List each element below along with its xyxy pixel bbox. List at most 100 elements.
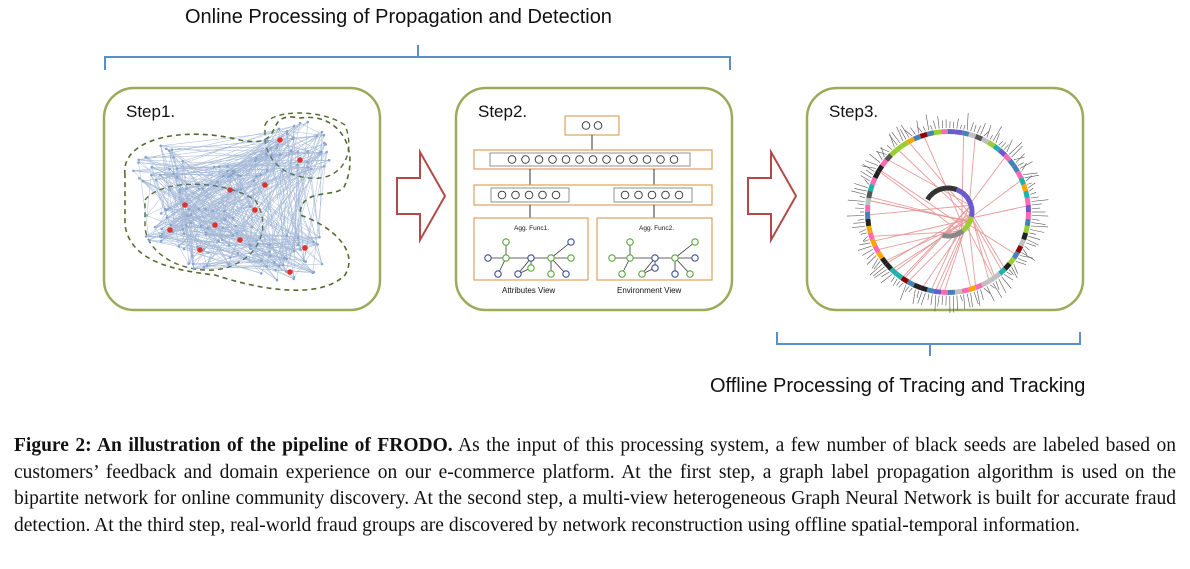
network-node	[310, 167, 313, 171]
ring-segment	[974, 134, 984, 142]
network-node	[170, 148, 174, 151]
network-node	[227, 175, 230, 179]
ring-segment	[1015, 170, 1024, 180]
view-graph-node	[484, 254, 492, 262]
network-node	[277, 127, 281, 131]
network-node	[227, 244, 231, 247]
network-node	[236, 174, 240, 177]
network-node	[284, 270, 288, 273]
network-node	[192, 267, 196, 271]
ring-segment	[884, 262, 893, 271]
ring-segment	[940, 129, 948, 135]
network-node	[159, 235, 163, 239]
ring-segment	[912, 282, 922, 290]
seed-node	[262, 182, 268, 188]
ring-segment	[948, 289, 956, 295]
network-node	[297, 236, 300, 240]
network-node	[292, 275, 296, 279]
network-node	[189, 213, 193, 216]
chord	[965, 224, 993, 277]
layer-neuron	[669, 155, 679, 164]
layer-neuron	[634, 190, 643, 200]
network-node	[239, 188, 243, 191]
seed-node	[252, 207, 258, 213]
step2-gnn-architecture: Agg. Func1. Agg. Func2. Attributes View …	[473, 115, 713, 295]
network-node	[220, 238, 224, 241]
network-node	[150, 165, 154, 169]
network-node	[249, 244, 252, 248]
network-node	[249, 247, 252, 251]
network-node	[264, 152, 268, 156]
layer-neuron	[521, 155, 530, 164]
network-node	[181, 227, 185, 231]
network-node	[311, 271, 315, 275]
ring-segment	[987, 275, 996, 284]
ring-segment	[1003, 153, 1012, 162]
network-node	[265, 138, 268, 142]
ring-segment	[992, 271, 1002, 280]
network-node	[296, 150, 300, 154]
ring-segment	[980, 279, 990, 288]
offline-bracket	[776, 332, 1081, 356]
network-node	[137, 161, 140, 164]
network-node	[255, 175, 258, 178]
network-node	[138, 177, 141, 180]
chord	[924, 137, 965, 228]
network-node	[232, 172, 235, 176]
ring-segment	[880, 158, 889, 168]
network-node	[191, 254, 194, 258]
ring-segment	[974, 282, 984, 290]
ring-segment	[1015, 244, 1024, 254]
ring-segment	[961, 130, 970, 137]
layer-neuron	[615, 155, 625, 164]
network-node	[250, 225, 254, 229]
view-graph-node	[527, 254, 535, 262]
network-node	[268, 254, 272, 258]
ring-segment	[870, 238, 878, 248]
network-node	[292, 124, 296, 128]
chord	[873, 231, 959, 237]
network-node	[292, 136, 295, 139]
network-node	[160, 227, 163, 231]
seed-node	[227, 187, 233, 193]
network-node	[172, 156, 175, 159]
network-node	[239, 174, 243, 178]
network-node	[192, 262, 195, 266]
environment-view-graph	[608, 238, 699, 278]
seed-node	[182, 202, 188, 208]
network-node	[141, 179, 145, 183]
ring-segment	[1021, 183, 1029, 192]
view-graph-node	[547, 270, 555, 278]
layer-neuron	[620, 190, 630, 200]
view-graph-node	[626, 238, 634, 246]
ring-segment	[933, 129, 942, 136]
ring-segment	[954, 288, 963, 295]
network-node	[252, 179, 256, 183]
community-outline	[124, 116, 351, 291]
network-node	[206, 251, 210, 254]
network-node	[132, 169, 135, 173]
step2-label: Step2.	[478, 102, 527, 121]
chord	[909, 143, 971, 215]
ring-segment	[992, 144, 1002, 153]
network-node	[275, 146, 279, 149]
layer-neuron	[656, 155, 665, 164]
view-graph-node	[514, 270, 522, 278]
ring-segment	[926, 287, 935, 294]
network-node	[204, 231, 207, 234]
network-node	[150, 173, 153, 177]
ring-segment	[870, 176, 878, 186]
network-node	[217, 239, 220, 243]
output-layer	[564, 115, 620, 136]
ring-segment	[1024, 197, 1031, 206]
ring-segment	[867, 183, 875, 192]
ring-segment	[1023, 190, 1030, 199]
layer-neuron	[534, 155, 544, 164]
network-node	[270, 153, 273, 157]
community-outline	[264, 112, 350, 179]
step3-label: Step3.	[829, 102, 878, 121]
agg-func1-label: Agg. Func1.	[514, 225, 549, 232]
network-node	[175, 176, 179, 179]
view-graph-node	[547, 254, 555, 262]
network-node	[187, 207, 191, 211]
